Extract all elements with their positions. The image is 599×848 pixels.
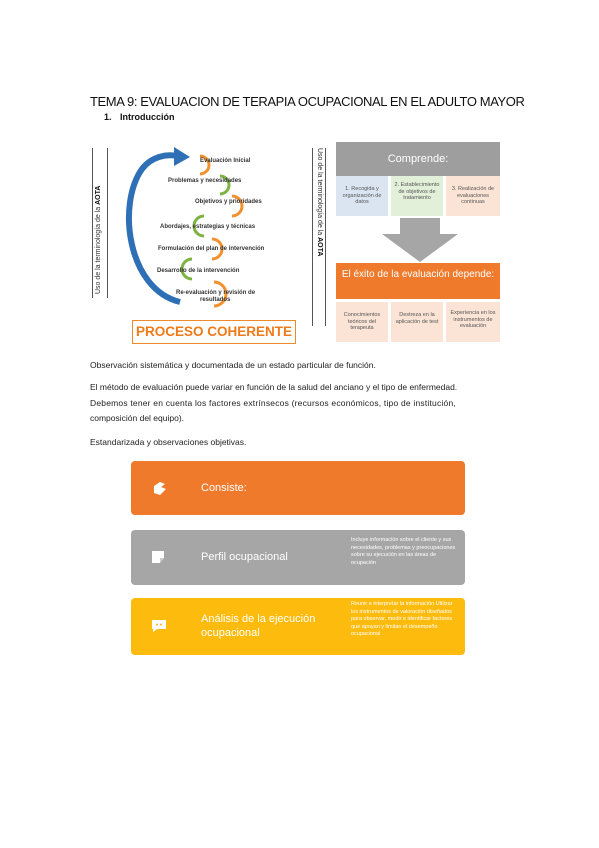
step-5: Formulación del plan de intervención — [158, 246, 265, 252]
paragraph-1: Observación sistemática y documentada de… — [90, 360, 376, 370]
card-analisis-title: Análisis de la ejecución ocupacional — [201, 613, 316, 639]
comprende-item-2: 2. Establecimiento de objetivos de trata… — [391, 176, 443, 216]
exito-item-2: Destreza en la aplicación de test — [391, 302, 443, 342]
step-7b: resultados — [200, 297, 231, 303]
step-7a: Re-evaluación y revisión de — [176, 290, 256, 296]
exito-header: El éxito de la evaluación depende: — [336, 263, 500, 299]
step-2: Problemas y necesidades — [168, 178, 242, 184]
proceso-diagram: Uso de la terminología de la AOTA Evalua… — [92, 144, 297, 344]
arrow-head — [174, 147, 190, 166]
paragraph-5: Estandarizada y observaciones objetivas. — [90, 437, 247, 447]
down-arrow-icon — [382, 218, 458, 262]
comprende-item-3: 3. Realización de evaluaciones continuas — [446, 176, 500, 216]
clipboard-icon — [152, 551, 164, 563]
card-perfil-title: Perfil ocupacional — [201, 551, 288, 563]
comprende-item-1: 1. Recogida y organización de datos — [336, 176, 388, 216]
section-heading: 1. Introducción — [104, 112, 175, 122]
card-perfil-desc: Incluye información sobre el cliente y s… — [351, 537, 456, 566]
comprende-header: Comprende: — [336, 142, 500, 176]
paragraph-4: composición del equipo). — [90, 413, 185, 423]
paragraph-3: Debemos tener en cuenta los factores ext… — [90, 398, 456, 408]
proceso-banner: PROCESO COHERENTE — [132, 320, 296, 344]
exito-item-1: Conocimientos teóricos del terapeuta — [336, 302, 388, 342]
right-vertical-label: Uso de la terminología de la AOTA — [316, 148, 323, 257]
card-analisis: Análisis de la ejecución ocupacional Reu… — [131, 598, 465, 655]
page-title: TEMA 9: EVALUACION DE TERAPIA OCUPACIONA… — [90, 94, 525, 109]
card-perfil: Perfil ocupacional Incluye información s… — [131, 530, 465, 585]
curved-arrow — [125, 152, 181, 305]
chat-icon — [152, 620, 166, 632]
card-analisis-desc: Reunir e interpretar la información Util… — [351, 601, 453, 637]
step-6: Desarrollo de la intervención — [157, 268, 240, 274]
section-number: 1. — [104, 112, 112, 122]
hand-icon — [154, 482, 166, 495]
evaluation-diagram: Uso de la terminología de la AOTA Compre… — [310, 142, 500, 344]
vertical-label-box — [92, 148, 108, 298]
step-3: Objetivos y prioridades — [195, 199, 262, 205]
step-1: Evaluación Inicial — [200, 158, 251, 164]
step-4: Abordajes, estrategias y técnicas — [160, 224, 256, 230]
exito-item-3: Experiencia en los instrumentos de evalu… — [446, 302, 500, 342]
right-vertical-label-box — [312, 148, 326, 326]
paragraph-2: El método de evaluación puede variar en … — [90, 382, 458, 392]
card-consiste: Consiste: — [131, 461, 465, 515]
card-consiste-title: Consiste: — [201, 482, 247, 494]
process-graphic — [125, 147, 244, 308]
section-title: Introducción — [120, 112, 175, 122]
